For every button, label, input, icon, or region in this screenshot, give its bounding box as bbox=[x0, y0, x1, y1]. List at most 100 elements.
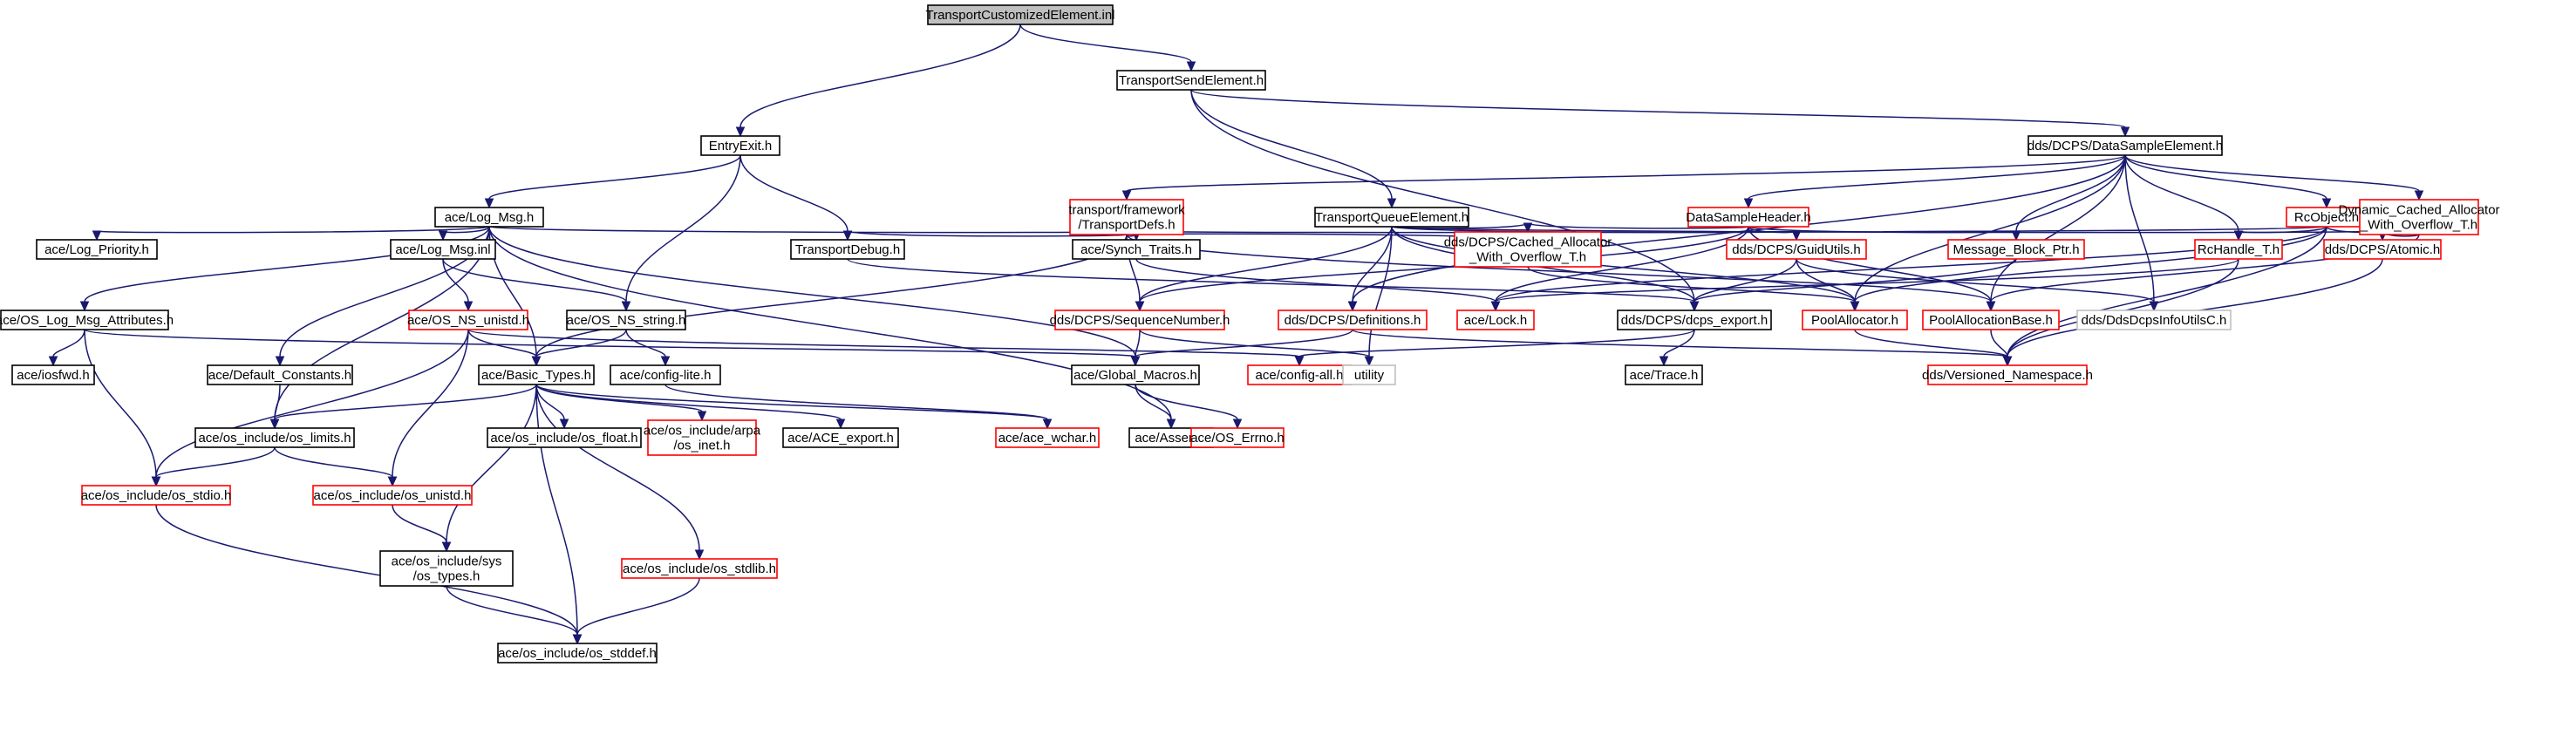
node-ace-log-msg-inl[interactable]: ace/Log_Msg.inl bbox=[390, 239, 496, 260]
node-transportsendelement-h[interactable]: TransportSendElement.h bbox=[1116, 70, 1266, 91]
node-poolallocator-h[interactable]: PoolAllocator.h bbox=[1802, 310, 1908, 330]
node-rchandle-t-h[interactable]: RcHandle_T.h bbox=[2194, 239, 2283, 260]
node-dds-dcps-sequencenumber-h[interactable]: dds/DCPS/SequenceNumber.h bbox=[1050, 310, 1230, 330]
node-ace-os-log-msg-attributes-h[interactable]: ace/OS_Log_Msg_Attributes.h bbox=[0, 310, 174, 330]
node-ace-os-errno-h[interactable]: ace/OS_Errno.h bbox=[1190, 427, 1285, 448]
node-label: ace/config-lite.h bbox=[619, 368, 711, 383]
node-ace-log-priority-h[interactable]: ace/Log_Priority.h bbox=[36, 239, 158, 260]
node-transportqueueelement-h[interactable]: TransportQueueElement.h bbox=[1314, 207, 1469, 228]
node-dds-dcps-definitions-h[interactable]: dds/DCPS/Definitions.h bbox=[1278, 310, 1428, 330]
node-poolallocationbase-h[interactable]: PoolAllocationBase.h bbox=[1922, 310, 2060, 330]
node-ace-os-include-os-limits-h[interactable]: ace/os_include/os_limits.h bbox=[194, 427, 355, 448]
node-label: ace/Lock.h bbox=[1464, 313, 1528, 328]
node-box bbox=[1927, 364, 2088, 385]
node-ace-log-msg-h[interactable]: ace/Log_Msg.h bbox=[434, 207, 544, 228]
node-ace-ace-export-h[interactable]: ace/ACE_export.h bbox=[782, 427, 899, 448]
node-box bbox=[700, 135, 780, 156]
node-dds-dcps-datasampleelement-h[interactable]: dds/DCPS/DataSampleElement.h bbox=[2027, 135, 2223, 156]
node-label: ace/Trace.h bbox=[1630, 368, 1699, 383]
node-ace-os-include-os-stddef-h[interactable]: ace/os_include/os_stddef.h bbox=[497, 643, 658, 664]
node-ace-config-all-h[interactable]: ace/config-all.h bbox=[1247, 364, 1352, 385]
node-ace-default-constants-h[interactable]: ace/Default_Constants.h bbox=[207, 364, 353, 385]
node-label: ace/os_include/os_stdio.h bbox=[81, 488, 232, 503]
node-box bbox=[390, 239, 496, 260]
node-ace-os-include-os-stdio-h[interactable]: ace/os_include/os_stdio.h bbox=[81, 485, 232, 506]
node-label: dds/DdsDcpsInfoUtilsC.h bbox=[2082, 313, 2227, 328]
node-label: RcObject.h bbox=[2294, 210, 2359, 225]
node-ace-os-include-arpa-os-inet-h[interactable]: ace/os_include/arpa/os_inet.h bbox=[644, 419, 761, 456]
node-label: dds/DCPS/SequenceNumber.h bbox=[1050, 313, 1230, 328]
node-label: EntryExit.h bbox=[709, 139, 773, 153]
node-box bbox=[1069, 199, 1184, 235]
node-ace-os-ns-string-h[interactable]: ace/OS_NS_string.h bbox=[566, 310, 686, 330]
edge-n38-to-n46 bbox=[274, 446, 398, 487]
node-label: ace/os_include/os_stdlib.h bbox=[623, 561, 776, 576]
node-box bbox=[2027, 135, 2223, 156]
node-ace-trace-h[interactable]: ace/Trace.h bbox=[1625, 364, 1703, 385]
node-ace-global-macros-h[interactable]: ace/Global_Macros.h bbox=[1071, 364, 1200, 385]
node-ace-os-include-os-float-h[interactable]: ace/os_include/os_float.h bbox=[487, 427, 642, 448]
node-box bbox=[647, 419, 757, 456]
node-box bbox=[11, 364, 95, 385]
node-box bbox=[610, 364, 721, 385]
node-ace-basic-types-h[interactable]: ace/Basic_Types.h bbox=[478, 364, 595, 385]
node-message-block-ptr-h[interactable]: Message_Block_Ptr.h bbox=[1947, 239, 2085, 260]
node-label: Message_Block_Ptr.h bbox=[1952, 242, 2079, 257]
node-datasampleheader-h[interactable]: DataSampleHeader.h bbox=[1686, 207, 1811, 228]
edge-n3-to-n16 bbox=[2011, 154, 2126, 242]
node-dds-dcps-cached-allocator-with-overflow-t-h[interactable]: dds/DCPS/Cached_Allocator_With_Overflow_… bbox=[1444, 231, 1612, 268]
node-dds-dcps-dcps-export-h[interactable]: dds/DCPS/dcps_export.h bbox=[1617, 310, 1772, 330]
node-box bbox=[790, 239, 905, 260]
node-ace-iosfwd-h[interactable]: ace/iosfwd.h bbox=[11, 364, 95, 385]
edge-n3-to-n17 bbox=[2124, 154, 2244, 242]
node-box bbox=[1454, 231, 1602, 268]
node-label: dds/DCPS/Atomic.h bbox=[2325, 242, 2441, 257]
node-label: ace/os_include/os_stddef.h bbox=[498, 646, 657, 661]
node-ace-config-lite-h[interactable]: ace/config-lite.h bbox=[610, 364, 721, 385]
edge-n31-to-n48 bbox=[535, 384, 705, 561]
edge-n8-to-n17 bbox=[2233, 226, 2327, 242]
node-ace-lock-h[interactable]: ace/Lock.h bbox=[1456, 310, 1535, 330]
node-box bbox=[2194, 239, 2283, 260]
edge-n33-to-n43 bbox=[1135, 384, 1176, 430]
edge-n5-to-n12 bbox=[842, 230, 1128, 242]
edge-n26-to-n37 bbox=[1854, 329, 2013, 367]
edge-n7-to-n14 bbox=[1523, 222, 1749, 234]
node-box bbox=[1456, 310, 1535, 330]
node-box bbox=[194, 427, 355, 448]
edge-n2-to-n25 bbox=[1190, 89, 1700, 312]
node-label: ace/Assert.h bbox=[1135, 431, 1207, 446]
node-label: dds/DCPS/Definitions.h bbox=[1285, 313, 1421, 328]
node-dynamic-cached-allocator-with-overflow-t-h[interactable]: Dynamic_Cached_Allocator_With_Overflow_T… bbox=[2338, 199, 2500, 235]
node-ace-ace-wchar-h[interactable]: ace/ace_wchar.h bbox=[995, 427, 1100, 448]
node-dds-dcps-guidutils-h[interactable]: dds/DCPS/GuidUtils.h bbox=[1726, 239, 1867, 260]
edge-n3-to-n7 bbox=[1743, 154, 2126, 209]
node-box bbox=[1116, 70, 1266, 91]
node-rcobject-h[interactable]: RcObject.h bbox=[2286, 207, 2368, 228]
node-ace-os-include-os-stdlib-h[interactable]: ace/os_include/os_stdlib.h bbox=[621, 558, 778, 579]
node-transportcustomizedelement-inl[interactable]: TransportCustomizedElement.inl bbox=[925, 4, 1115, 25]
edge-n15-to-n25 bbox=[1689, 258, 1797, 312]
node-label: ace/Default_Constants.h bbox=[208, 368, 351, 383]
node-ace-synch-traits-h[interactable]: ace/Synch_Traits.h bbox=[1072, 239, 1201, 260]
node-transport-framework-transportdefs-h[interactable]: transport/framework/TransportDefs.h bbox=[1068, 199, 1185, 235]
node-ace-os-include-sys-os-types-h[interactable]: ace/os_include/sys/os_types.h bbox=[379, 550, 514, 587]
node-transportdebug-h[interactable]: TransportDebug.h bbox=[790, 239, 905, 260]
node-label: dds/DCPS/GuidUtils.h bbox=[1732, 242, 1861, 257]
node-dds-versioned-namespace-h[interactable]: dds/Versioned_Namespace.h bbox=[1922, 364, 2093, 385]
edge-n23-to-n33 bbox=[1130, 329, 1353, 367]
node-box bbox=[1071, 364, 1200, 385]
node-dds-dcps-atomic-h[interactable]: dds/DCPS/Atomic.h bbox=[2323, 239, 2442, 260]
edge-n2-to-n6 bbox=[1190, 89, 1397, 209]
node-label: Dynamic_Cached_Allocator_With_Overflow_T… bbox=[2338, 203, 2499, 233]
node-entryexit-h[interactable]: EntryExit.h bbox=[700, 135, 780, 156]
node-label: DataSampleHeader.h bbox=[1686, 210, 1810, 225]
edge-n31-to-n42 bbox=[535, 384, 1053, 430]
node-ace-os-include-os-unistd-h[interactable]: ace/os_include/os_unistd.h bbox=[312, 485, 473, 506]
node-label: dds/DCPS/Cached_Allocator_With_Overflow_… bbox=[1444, 235, 1612, 265]
node-label: PoolAllocator.h bbox=[1811, 313, 1898, 328]
edge-n7-to-n22 bbox=[1135, 226, 1749, 312]
node-ace-os-ns-unistd-h[interactable]: ace/OS_NS_unistd.h bbox=[407, 310, 529, 330]
node-label: dds/DCPS/DataSampleElement.h bbox=[2027, 139, 2223, 153]
edge-n20-to-n46 bbox=[387, 329, 469, 487]
